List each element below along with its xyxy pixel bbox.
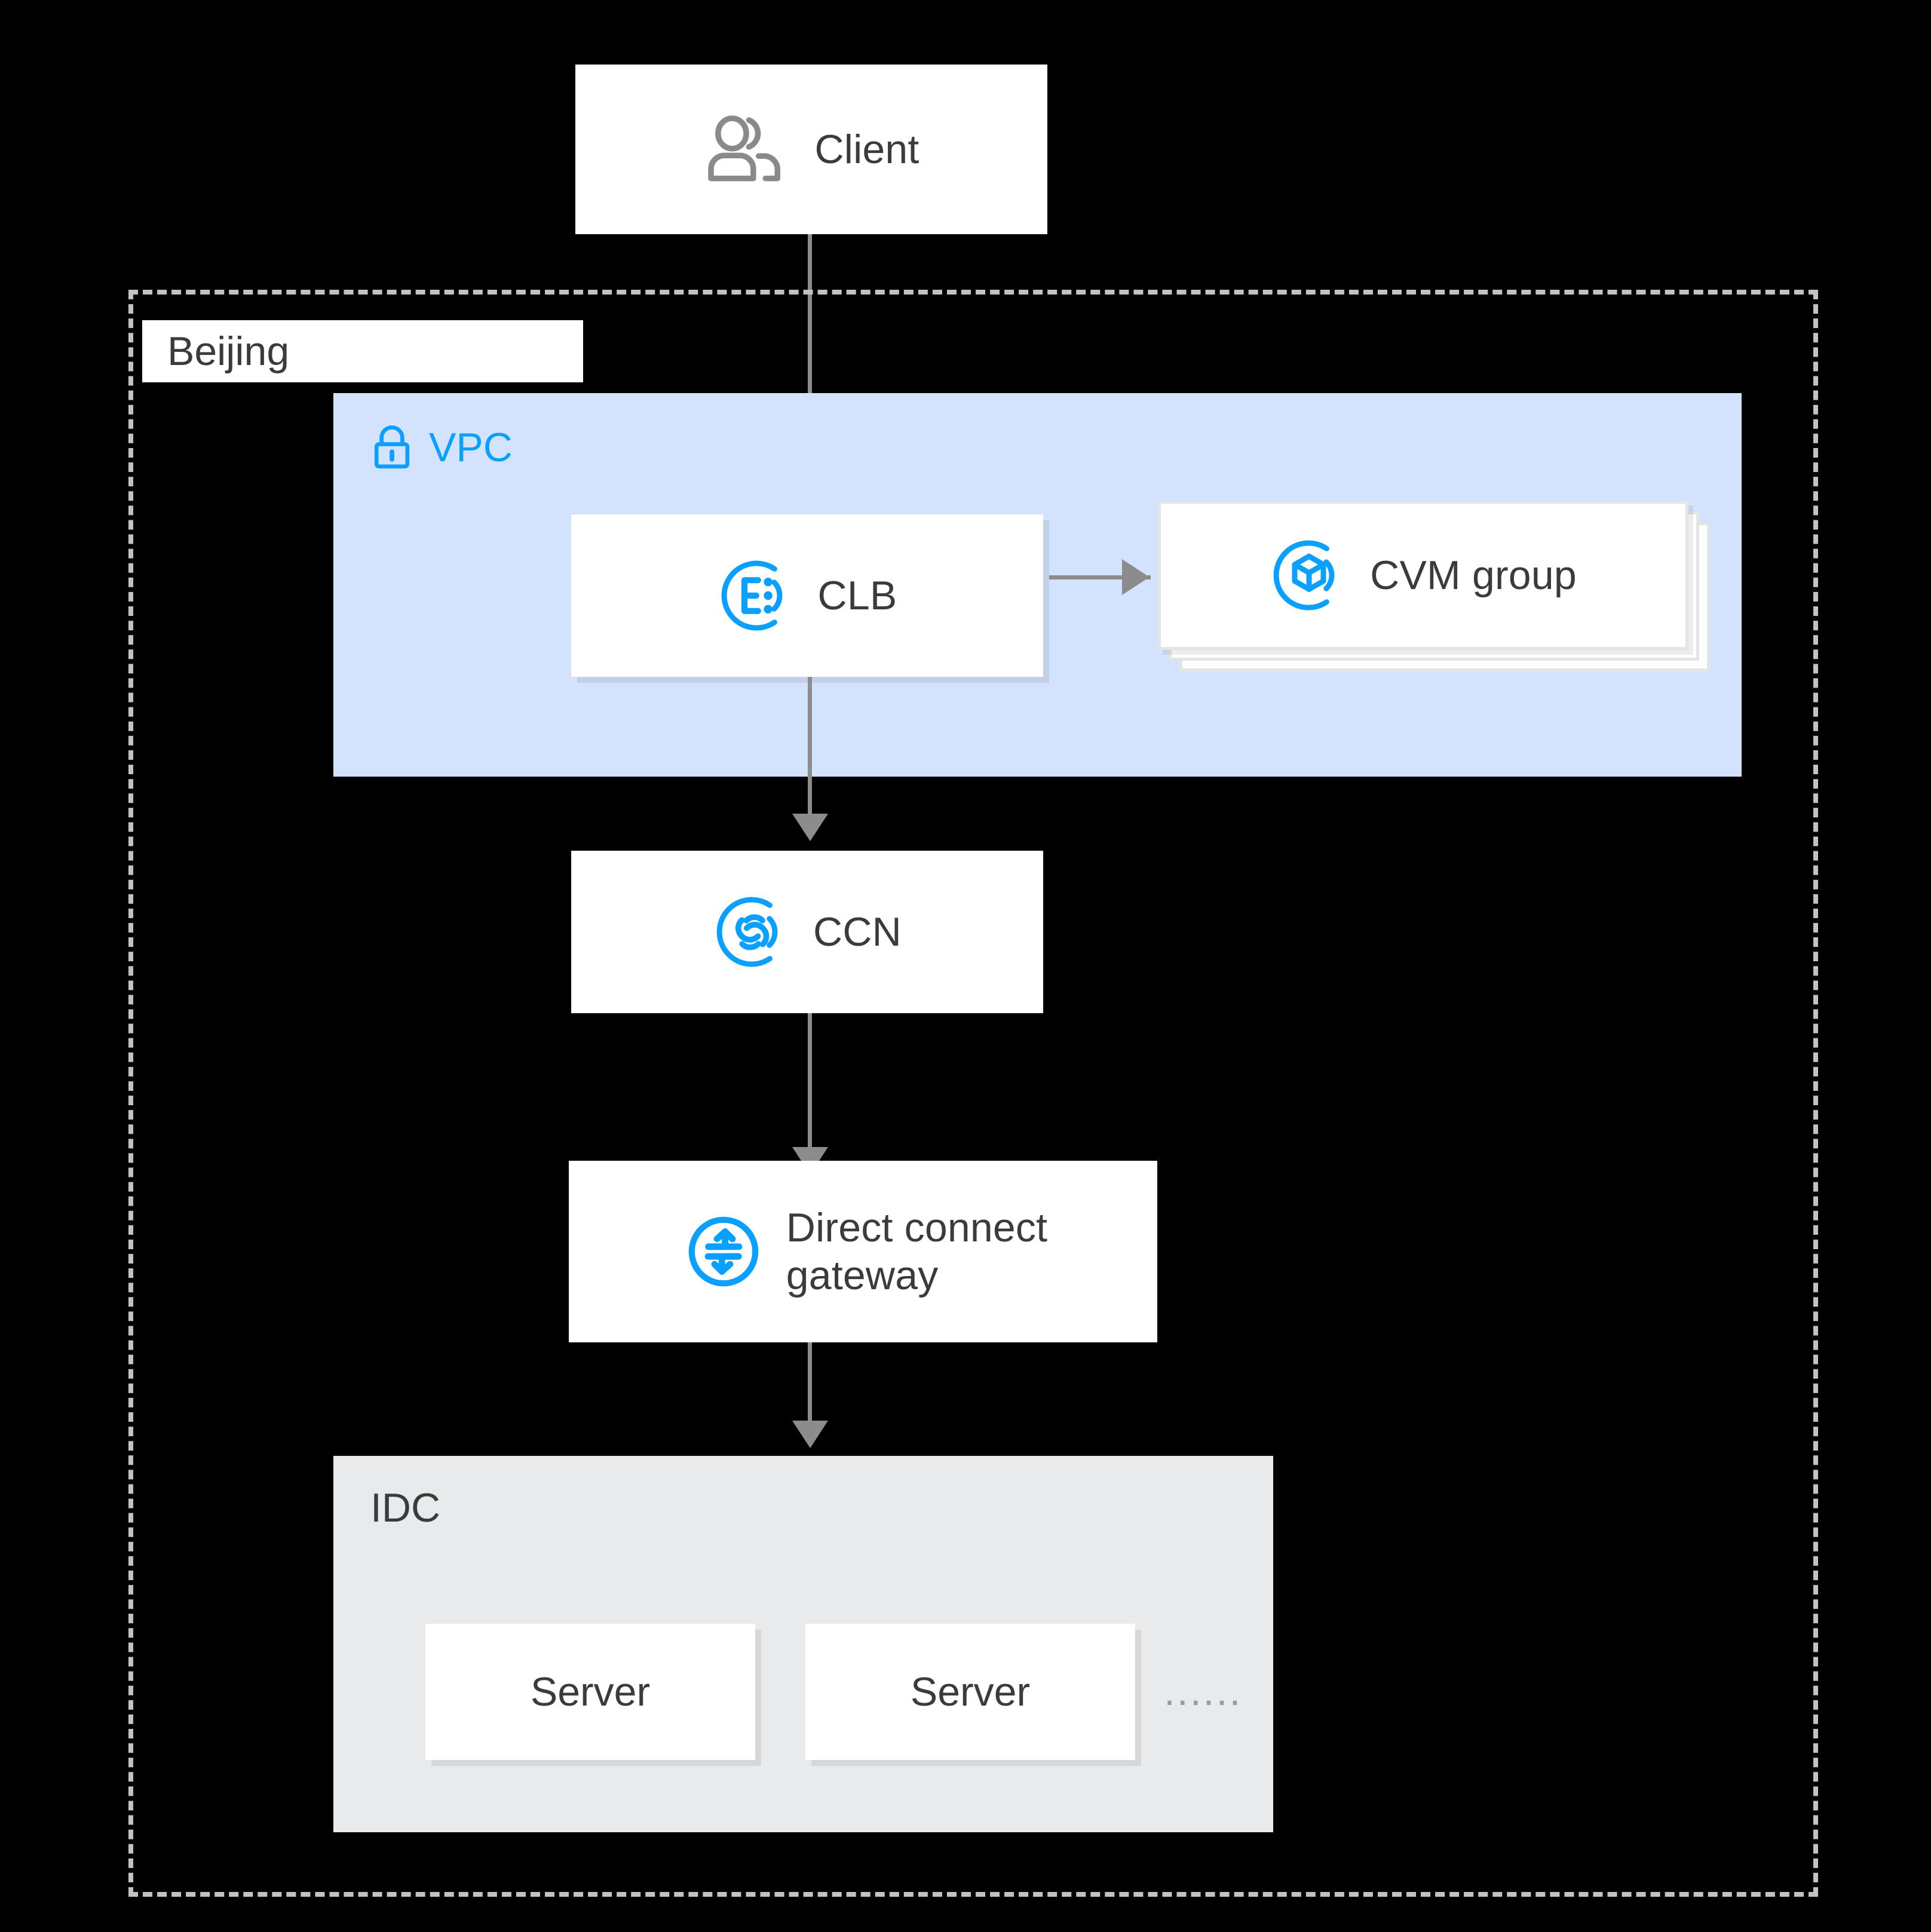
- connector-clb-to-ccn-arrowhead: [792, 814, 828, 841]
- client-node[interactable]: Client: [575, 65, 1047, 234]
- connector-clb-to-cvm: [1049, 575, 1151, 579]
- ccn-icon: [713, 893, 792, 971]
- lock-icon: [370, 424, 413, 471]
- direct-connect-gateway-node[interactable]: Direct connect gateway: [569, 1161, 1157, 1342]
- server-label: Server: [530, 1669, 651, 1715]
- connector-client-to-clb: [808, 234, 812, 499]
- connector-dcg-to-idc-arrowhead: [792, 1421, 828, 1448]
- cvm-group-node[interactable]: CVM group: [1158, 501, 1710, 671]
- clb-label: CLB: [817, 572, 897, 618]
- cvm-group-label: CVM group: [1370, 552, 1577, 598]
- cvm-icon: [1270, 536, 1348, 615]
- server-node-1[interactable]: Server: [425, 1624, 755, 1760]
- connector-clb-to-ccn: [808, 677, 812, 827]
- region-label-chip: Beijing: [142, 320, 583, 382]
- connector-clb-to-cvm-arrowhead: [1122, 559, 1150, 595]
- ccn-node[interactable]: CCN: [571, 851, 1043, 1013]
- cvm-stack-layer-front: CVM group: [1158, 501, 1688, 650]
- connector-dcg-to-idc: [808, 1342, 812, 1432]
- clb-node[interactable]: CLB: [571, 514, 1043, 677]
- ccn-label: CCN: [813, 909, 902, 955]
- idc-more-servers-ellipsis: ......: [1164, 1669, 1243, 1714]
- direct-connect-gateway-icon: [679, 1207, 768, 1296]
- region-label: Beijing: [167, 329, 290, 374]
- clb-icon: [718, 556, 796, 635]
- idc-label: IDC: [370, 1485, 441, 1531]
- vpc-header: VPC: [370, 424, 513, 471]
- server-node-2[interactable]: Server: [805, 1624, 1135, 1760]
- vpc-label: VPC: [429, 425, 513, 470]
- client-label: Client: [814, 126, 919, 172]
- server-label: Server: [910, 1669, 1031, 1715]
- region-boundary-beijing: [128, 290, 1818, 1897]
- users-icon: [703, 114, 793, 185]
- connector-ccn-to-dcg: [808, 1013, 812, 1161]
- direct-connect-gateway-label: Direct connect gateway: [786, 1204, 1048, 1298]
